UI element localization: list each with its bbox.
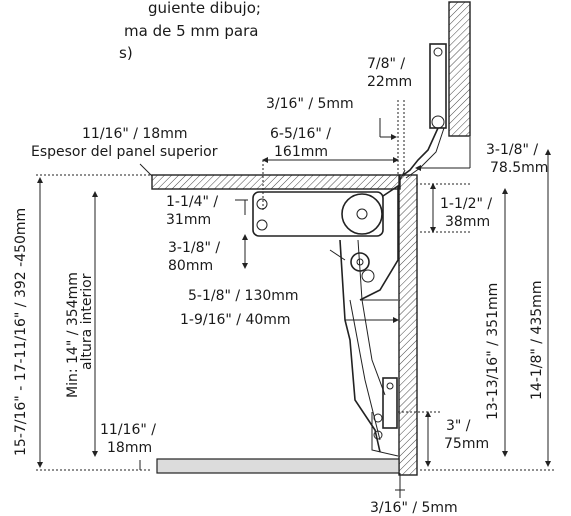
- label-panel-thickness: 11/16" / 18mm: [82, 126, 188, 142]
- label-bottom-gap: 3/16" / 5mm: [370, 500, 458, 516]
- label-bottom-right-1: 3" /: [446, 418, 471, 434]
- label-gap-small: 3/16" / 5mm: [266, 96, 354, 112]
- label-interior-height-2: altura interior: [79, 273, 95, 370]
- label-right-upper-1: 1-1/2" /: [440, 196, 492, 212]
- upper-hinge: [399, 43, 447, 181]
- intro-line-2: ma de 5 mm para: [124, 22, 258, 40]
- label-bottom-panel-2: 18mm: [107, 440, 152, 456]
- cabinet-side-upper: [448, 1, 471, 137]
- intro-line-1: guiente dibujo;: [148, 0, 261, 17]
- label-hinge-offset-2: 78.5mm: [490, 160, 548, 176]
- label-right-351: 13-13/16" / 351mm: [485, 283, 501, 420]
- label-mid-height-1: 3-1/8" /: [168, 240, 220, 256]
- bottom-panel: [156, 458, 400, 474]
- label-top-gap-2: 22mm: [367, 74, 412, 90]
- dimension-lines: [36, 100, 555, 498]
- top-panel: [151, 174, 401, 190]
- label-depth-2: 161mm: [274, 144, 328, 160]
- label-right-upper-2: 38mm: [445, 214, 490, 230]
- label-panel-caption: Espesor del panel superior: [31, 144, 218, 160]
- label-hinge-offset-1: 3-1/8" /: [486, 142, 538, 158]
- lift-mechanism: [252, 184, 399, 457]
- label-arm-height-2: 31mm: [166, 212, 211, 228]
- intro-line-3: s): [119, 44, 133, 62]
- label-right-435: 14-1/8" / 435mm: [529, 281, 545, 400]
- label-top-gap-1: 7/8" /: [367, 56, 405, 72]
- label-interior-height-1: Min: 14" / 354mm: [65, 272, 81, 398]
- label-bottom-right-2: 75mm: [444, 436, 489, 452]
- label-width-40: 1-9/16" / 40mm: [180, 312, 291, 328]
- label-width-130: 5-1/8" / 130mm: [188, 288, 299, 304]
- label-arm-height-1: 1-1/4" /: [166, 194, 218, 210]
- label-bottom-panel-1: 11/16" /: [100, 422, 156, 438]
- label-overall-height: 15-7/16" - 17-11/16" / 392 -450mm: [13, 208, 29, 456]
- label-depth-1: 6-5/16" /: [270, 126, 331, 142]
- label-mid-height-2: 80mm: [168, 258, 213, 274]
- vertical-panel: [398, 174, 418, 476]
